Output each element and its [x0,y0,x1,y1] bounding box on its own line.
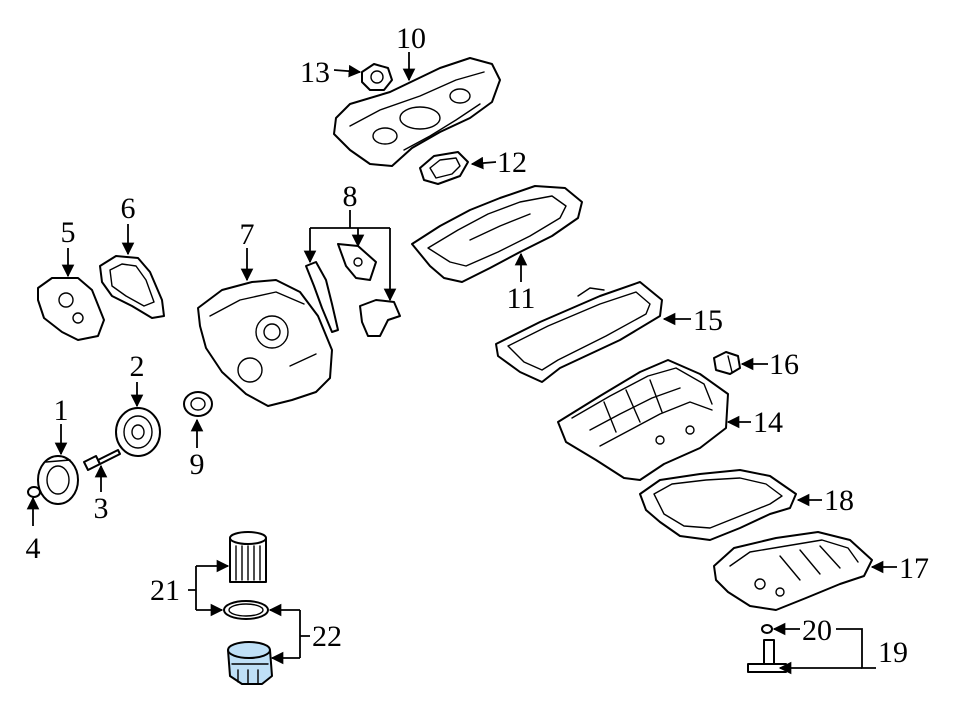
part-4-key[interactable] [27,486,41,498]
part-5-timing-cover[interactable] [37,277,105,341]
callout-labels: 1 2 3 4 5 6 7 8 9 10 11 12 13 14 15 16 1… [26,22,930,669]
part-21-o-ring[interactable] [223,600,269,620]
callout-6: 6 [121,192,136,225]
callout-21: 21 [150,574,180,607]
part-22-filter-cap[interactable] [227,641,273,685]
callout-19: 19 [878,636,908,669]
part-18-lower-pan-gasket[interactable] [639,469,797,541]
callout-17: 17 [899,552,929,585]
part-12-gasket[interactable] [419,151,469,185]
part-21-oil-filter[interactable] [229,531,267,583]
leader-lines [26,52,897,675]
part-20-o-ring[interactable] [761,624,773,634]
callout-13: 13 [300,56,330,89]
part-9-seal[interactable] [183,391,213,417]
callout-15: 15 [693,304,723,337]
callout-16: 16 [769,348,799,381]
callout-18: 18 [824,484,854,517]
callout-5: 5 [61,216,76,249]
callout-3: 3 [94,492,109,525]
callout-4: 4 [26,532,41,565]
part-15-pan-gasket[interactable] [495,281,663,383]
callout-9: 9 [190,448,205,481]
part-13-gasket[interactable] [361,63,393,91]
callout-12: 12 [497,146,527,179]
part-6-gasket[interactable] [99,255,165,319]
part-10-valve-cover[interactable] [333,57,501,167]
part-2-pulley[interactable] [115,407,161,457]
callout-2: 2 [130,350,145,383]
part-16-sensor[interactable] [713,351,741,375]
callout-7: 7 [240,218,255,251]
callout-22: 22 [312,620,342,653]
part-14-oil-pan-upper[interactable] [557,359,729,481]
callout-14: 14 [753,406,783,439]
part-8-chain-guides[interactable] [305,243,401,337]
part-1-damper[interactable] [37,455,79,505]
part-17-lower-oil-pan[interactable] [713,531,873,611]
part-11-valve-cover-gasket[interactable] [411,185,583,283]
callout-10: 10 [396,22,426,55]
callout-11: 11 [507,282,536,315]
part-7-front-cover[interactable] [197,279,333,407]
callout-8: 8 [343,180,358,213]
callout-1: 1 [54,394,69,427]
part-3-bolt[interactable] [83,449,121,471]
callout-20: 20 [802,614,832,647]
